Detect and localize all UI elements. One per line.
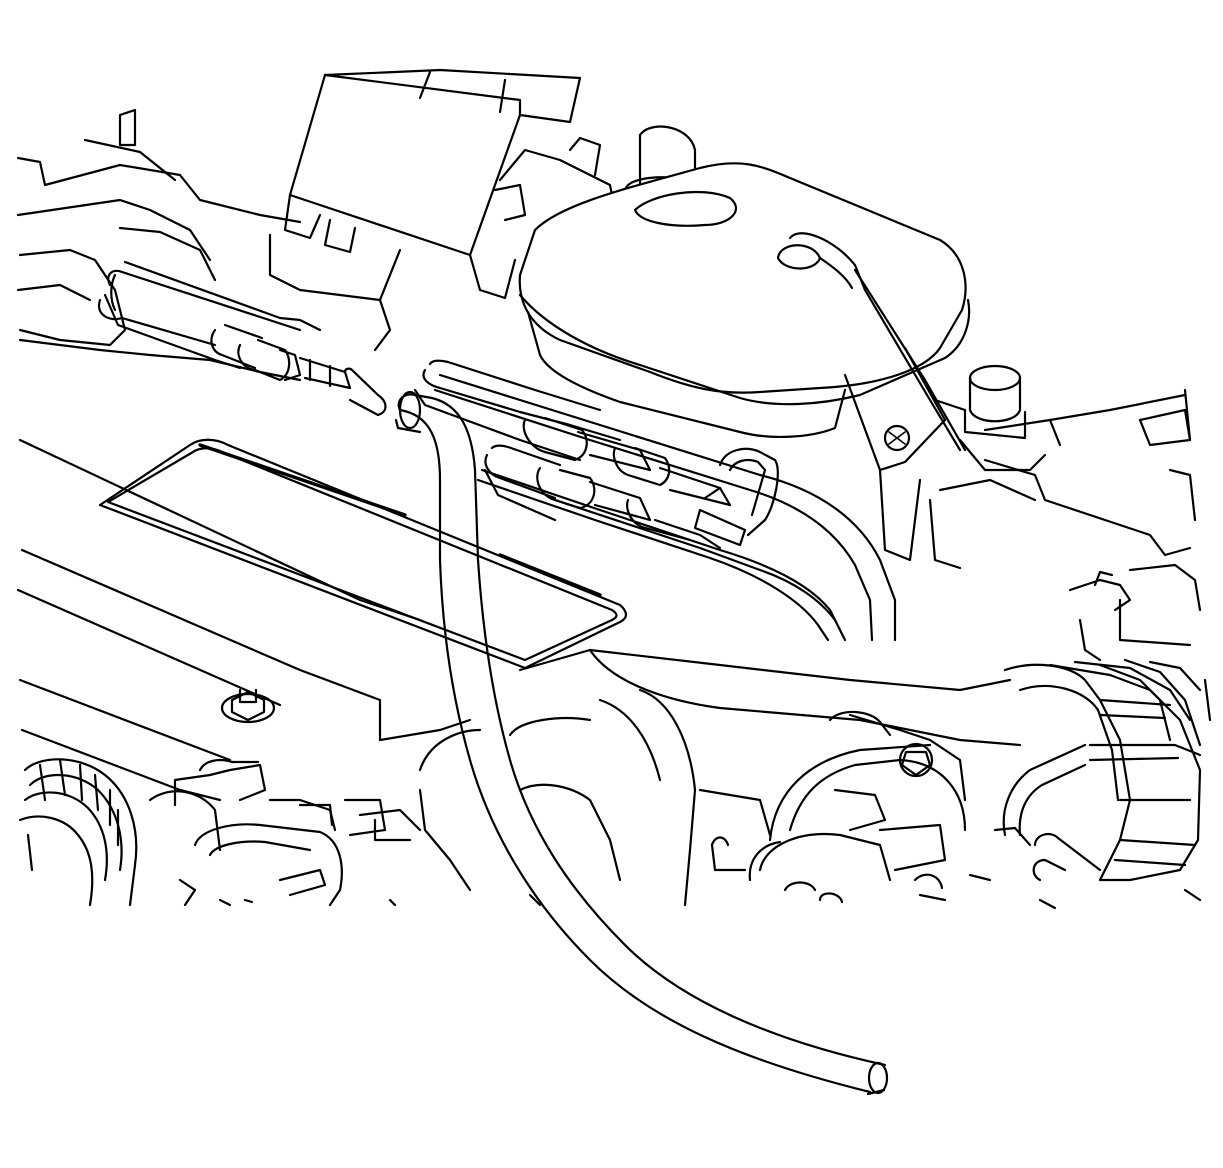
fuel-quick-connector [210,323,387,417]
filler-neck [958,364,1047,472]
throttle-body [698,710,967,904]
engine-cover [16,438,628,802]
reservoir-bracket [843,346,967,562]
air-intake-tube [518,648,1202,882]
lower-right-bracket [918,563,1202,910]
fuel-line-sheath-left [97,260,322,370]
radiator-support-edges [1168,388,1212,722]
fuel-line-pair [413,359,732,550]
coolant-reservoir [518,162,971,452]
breather-tube [993,743,1102,882]
intake-port-left [18,758,222,907]
fuel-line-clip [693,447,779,547]
lower-runners [243,688,697,907]
lower-sensor-cluster [173,759,422,907]
right-side-bracket [928,393,1192,570]
fuel-rail-cover [433,373,897,642]
cover-bolt [220,688,276,724]
ignition-module [268,68,582,352]
vacuum-hose [394,390,889,1096]
